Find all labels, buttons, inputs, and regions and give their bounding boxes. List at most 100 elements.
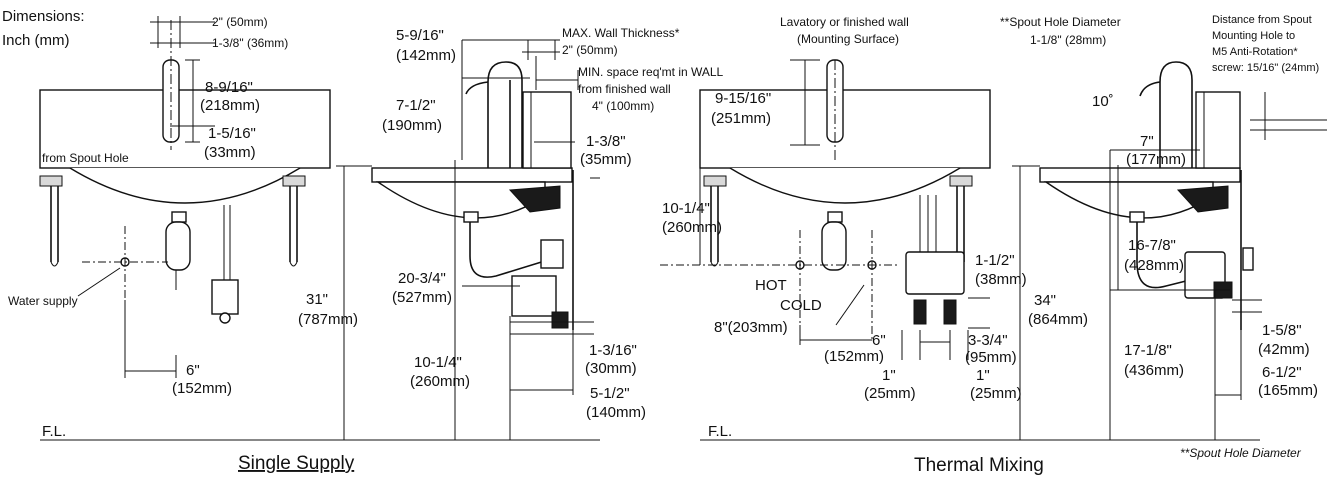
wall-box-side-r (1195, 91, 1241, 169)
dim-1-1-2: 1-1/2" (975, 252, 1015, 269)
dim-142: (142mm) (396, 47, 456, 64)
sink-rim-side (371, 167, 573, 183)
basin-front-r (729, 167, 961, 204)
header-units: Inch (mm) (2, 32, 70, 49)
dim-6in: 6" (186, 362, 200, 379)
dim-6-r: 6" (872, 332, 886, 349)
dim-1-3-8b: 1-3/8" (586, 133, 626, 150)
dim-260: (260mm) (410, 373, 470, 390)
dim-33: (33mm) (204, 144, 256, 161)
footnote-spout-hole: **Spout Hole Diameter (1180, 446, 1302, 460)
label-spout-hole-diam: **Spout Hole Diameter (1000, 15, 1121, 29)
label-screw: screw: 15/16" (24mm) (1212, 62, 1319, 74)
dim-42: (42mm) (1258, 341, 1310, 358)
dim-10deg: 10˚ (1092, 93, 1114, 110)
p-trap-front (165, 221, 191, 271)
dim-35: (35mm) (580, 151, 632, 168)
label-cold: COLD (780, 297, 822, 314)
dim-3-3-4: 3-3/4" (968, 332, 1008, 349)
dim-7: 7" (1140, 133, 1154, 150)
sink-rim-side-r (1039, 167, 1241, 183)
dim-10-1-4-r: 10-1/4" (662, 200, 710, 217)
dim-428: (428mm) (1124, 257, 1184, 274)
valve-side (540, 239, 564, 269)
hot-inlet (913, 299, 927, 325)
dim-25a: (25mm) (864, 385, 916, 402)
thermal-side-view (1012, 61, 1327, 440)
single-supply-panel: Dimensions: Inch (mm) 2" (50mm) 1-3/8" (… (2, 8, 724, 474)
dim-34: 34" (1034, 292, 1056, 309)
label-from-finished: from finished wall (578, 82, 671, 96)
dim-260-r: (260mm) (662, 219, 722, 236)
dim-1-5-8: 1-5/8" (1262, 322, 1302, 339)
dim-17-1-8: 17-1/8" (1124, 342, 1172, 359)
drain-front (171, 211, 187, 223)
floor-label-left: F.L. (42, 423, 66, 440)
dim-6-1-2: 6-1/2" (1262, 364, 1302, 381)
dim-1-5-16: 1-5/16" (208, 125, 256, 142)
dim-1b: 1" (976, 367, 990, 384)
dim-5-1-2: 5-1/2" (590, 385, 630, 402)
dim-177: (177mm) (1126, 151, 1186, 168)
control-box-front (211, 279, 239, 315)
label-mounting-surface: (Mounting Surface) (797, 32, 899, 46)
dim-864: (864mm) (1028, 311, 1088, 328)
dim-527: (527mm) (392, 289, 452, 306)
control-box-port (219, 312, 231, 324)
p-trap-side-r (1136, 261, 1215, 289)
dim-16-7-8: 16-7/8" (1128, 237, 1176, 254)
dim-10-1-4: 10-1/4" (414, 354, 462, 371)
title-thermal-mixing: Thermal Mixing (914, 455, 1044, 476)
label-min-space-val: 4" (100mm) (592, 99, 654, 113)
dim-38: (38mm) (975, 271, 1027, 288)
label-dist-from-spout: Distance from Spout (1212, 14, 1312, 26)
dim-1-3-16: 1-3/16" (589, 342, 637, 359)
dim-31: 31" (306, 291, 328, 308)
cold-inlet (943, 299, 957, 325)
dim-8: 8"(203mm) (714, 319, 788, 336)
leg-bracket-left (39, 175, 63, 187)
dim-1a: 1" (882, 367, 896, 384)
dim-30: (30mm) (585, 360, 637, 377)
dim-5-9-16: 5-9/16" (396, 27, 444, 44)
label-max-wall: MAX. Wall Thickness* (562, 26, 680, 40)
faucet-side (487, 61, 523, 168)
header-dimensions: Dimensions: (2, 8, 85, 25)
faucet-side-r (1159, 61, 1193, 168)
single-front-view (39, 16, 331, 378)
dim-165: (165mm) (1258, 382, 1318, 399)
control-box-side (511, 275, 557, 317)
thermal-front-view (660, 59, 991, 360)
dim-218: (218mm) (200, 97, 260, 114)
dim-20-3-4: 20-3/4" (398, 270, 446, 287)
dim-9-15-16: 9-15/16" (715, 90, 771, 107)
basin-front (69, 167, 301, 204)
dim-25b: (25mm) (970, 385, 1022, 402)
thermal-mixing-panel: Lavatory or finished wall (Mounting Surf… (660, 14, 1327, 476)
label-min-space: MIN. space req'mt in WALL (578, 65, 724, 79)
dim-251: (251mm) (711, 110, 771, 127)
leg-bracket-right (282, 175, 306, 187)
dim-436: (436mm) (1124, 362, 1184, 379)
mounting-surface-front (39, 89, 331, 169)
dim-152: (152mm) (172, 380, 232, 397)
bracket-side (508, 185, 561, 213)
p-trap-front-r (821, 221, 847, 271)
p-trap-side (469, 255, 549, 278)
label-water-supply: Water supply (8, 294, 78, 308)
floor-label-right: F.L. (708, 423, 732, 440)
label-hot: HOT (755, 277, 787, 294)
title-single-supply: Single Supply (238, 453, 355, 474)
label-max-wall-val: 2" (50mm) (562, 43, 618, 57)
dim-2in: 2" (50mm) (212, 15, 268, 29)
label-spout-hole-val: 1-1/8" (28mm) (1030, 33, 1106, 47)
label-lavatory: Lavatory or finished wall (780, 15, 909, 29)
wall-box-side (522, 91, 572, 169)
dim-95: (95mm) (965, 349, 1017, 366)
dim-152-r: (152mm) (824, 348, 884, 365)
label-from-spout-hole: from Spout Hole (42, 151, 129, 165)
dim-190: (190mm) (382, 117, 442, 134)
dim-8-9-16: 8-9/16" (205, 79, 253, 96)
